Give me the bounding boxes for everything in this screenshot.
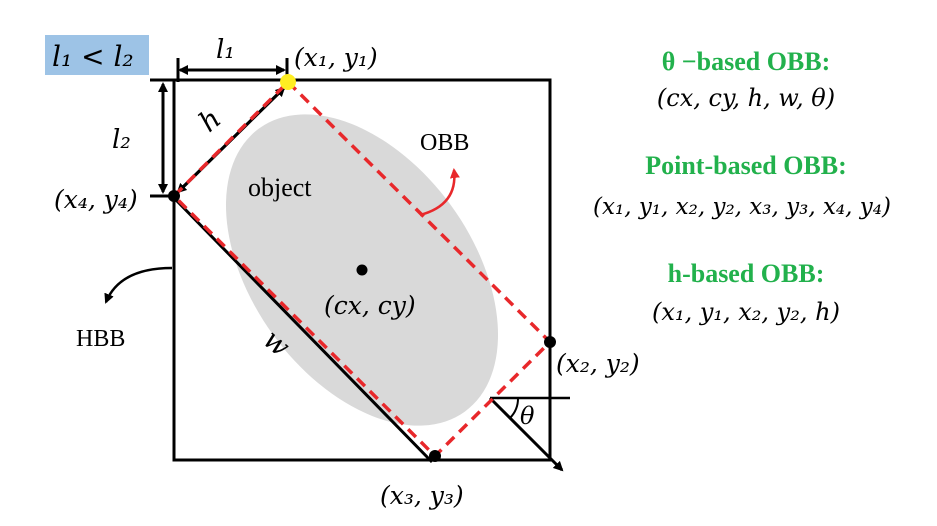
point-p2-label: (x₂, y₂) bbox=[556, 349, 640, 378]
vertex-p4-dot bbox=[168, 190, 180, 202]
legend-theta-tuple: (cx, cy, h, w, θ) bbox=[657, 84, 835, 112]
hbb-label: HBB bbox=[76, 326, 125, 352]
w-side-line bbox=[174, 198, 434, 464]
point-p1-label: (x₁, y₁) bbox=[294, 43, 378, 72]
legend-h-title: h-based OBB: bbox=[668, 259, 825, 288]
object-label: object bbox=[248, 173, 312, 202]
point-p3-label: (x₃, y₃) bbox=[380, 481, 464, 510]
angle-arc bbox=[509, 397, 520, 419]
center-dot bbox=[356, 264, 368, 276]
angle-side-line bbox=[488, 396, 564, 472]
l2-label: l₂ bbox=[112, 125, 131, 155]
obb-pointer-arrow bbox=[419, 168, 460, 217]
vertex-p2-dot bbox=[544, 336, 556, 348]
condition-highlight bbox=[45, 35, 149, 75]
l1-label: l₁ bbox=[216, 35, 235, 65]
legend-point-title: Point-based OBB: bbox=[645, 151, 847, 180]
h-side-label: h bbox=[192, 102, 227, 139]
obb-label: OBB bbox=[420, 130, 469, 156]
legend-theta-title: θ −based OBB: bbox=[662, 47, 831, 76]
hbb-box bbox=[172, 78, 552, 462]
legend-h-tuple: (x₁, y₁, x₂, y₂, h) bbox=[652, 298, 840, 326]
hbb-pointer-arrow bbox=[104, 266, 173, 304]
angle-label: θ bbox=[520, 402, 535, 430]
vertex-p3-dot bbox=[429, 450, 441, 462]
vertex-p1-dot bbox=[280, 74, 296, 90]
point-p4-label: (x₄, y₄) bbox=[54, 185, 138, 214]
legend-point-tuple: (x₁, y₁, x₂, y₂, x₃, y₃, x₄, y₄) bbox=[593, 194, 891, 220]
center-label: (cx, cy) bbox=[324, 291, 416, 320]
condition-label: l₁ < l₂ bbox=[52, 40, 134, 73]
